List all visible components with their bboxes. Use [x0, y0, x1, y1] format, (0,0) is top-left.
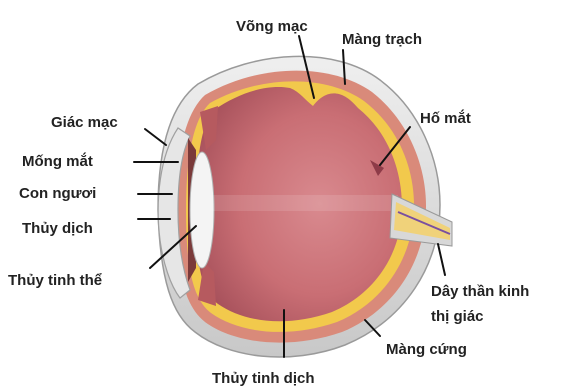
line-cornea — [145, 129, 166, 145]
optical-axis-band — [210, 195, 398, 211]
label-vitreous-body: Thủy tinh dịch — [212, 370, 315, 387]
label-retina: Võng mạc — [236, 18, 308, 35]
label-aqueous-humor: Thủy dịch — [22, 220, 93, 237]
label-fovea: Hố mắt — [420, 109, 471, 127]
line-optic-nerve — [438, 244, 445, 275]
label-cornea: Giác mạc — [51, 114, 118, 131]
label-iris: Mống mắt — [22, 152, 93, 170]
label-pupil: Con ngươi — [19, 185, 96, 202]
label-lens: Thủy tinh thể — [8, 272, 102, 289]
label-optic-nerve-line2: thị giác — [431, 308, 484, 325]
label-optic-nerve-line1: Dây thần kinh — [431, 283, 529, 300]
label-choroid: Màng trạch — [342, 31, 422, 48]
label-sclera: Màng cứng — [386, 341, 467, 358]
